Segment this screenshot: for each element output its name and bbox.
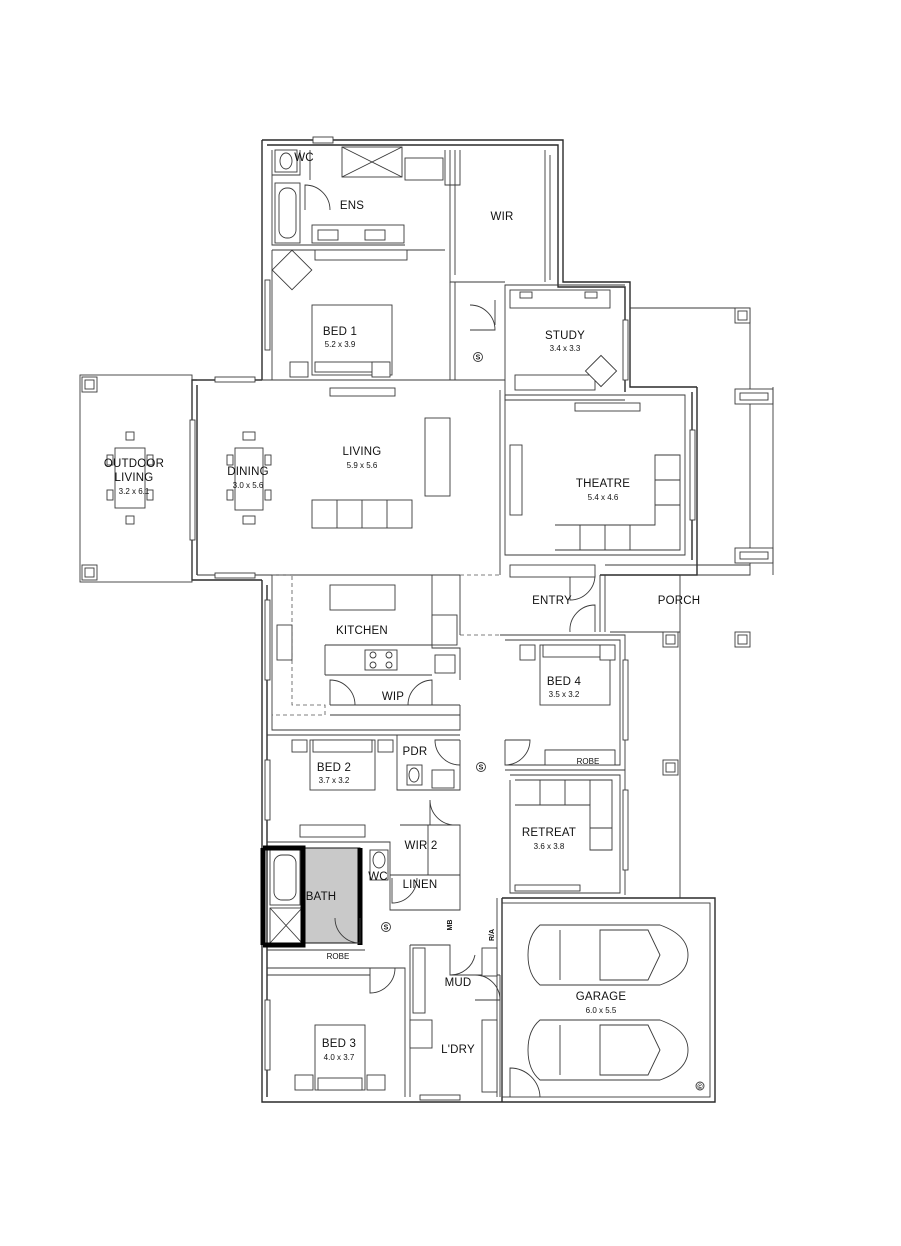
label-bed1: BED 1 <box>323 326 357 338</box>
label-bed2: BED 2 <box>317 762 351 774</box>
dim-bed4: 3.5 x 3.2 <box>549 690 580 699</box>
label-bed3: BED 3 <box>322 1038 356 1050</box>
label-ens: ENS <box>340 200 364 212</box>
svg-text:S: S <box>384 925 389 932</box>
label-retreat: RETREAT <box>522 827 576 839</box>
smoke-detector-3: S <box>381 922 391 932</box>
label-living: LIVING <box>343 446 382 458</box>
dim-bed3: 4.0 x 3.7 <box>324 1053 355 1062</box>
svg-text:©: © <box>697 1083 703 1091</box>
svg-text:S: S <box>479 765 484 772</box>
dim-theatre: 5.4 x 4.6 <box>588 493 619 502</box>
svg-text:S: S <box>476 355 481 362</box>
doors <box>304 184 596 1001</box>
label-wc: WC <box>294 152 314 164</box>
label-pdr: PDR <box>403 746 428 758</box>
smoke-detector-2: S <box>476 762 486 772</box>
plan-symbols: S S S MB R/A © <box>381 352 705 1091</box>
car-2 <box>527 1019 689 1081</box>
label-kitchen: KITCHEN <box>336 625 388 637</box>
label-bed4: BED 4 <box>547 676 582 688</box>
dim-bed1: 5.2 x 3.9 <box>325 340 356 349</box>
dim-dining: 3.0 x 5.6 <box>233 481 264 490</box>
label-mud: MUD <box>445 977 472 989</box>
label-robe3: ROBE <box>327 952 350 961</box>
label-study: STUDY <box>545 330 585 342</box>
dim-bed2: 3.7 x 3.2 <box>319 776 350 785</box>
label-wip: WIP <box>382 691 404 703</box>
dim-living: 5.9 x 5.6 <box>347 461 378 470</box>
label-entry: ENTRY <box>532 595 572 607</box>
meter-box-symbol: MB <box>447 920 454 931</box>
label-bath: BATH <box>306 891 337 903</box>
windows <box>189 136 696 1101</box>
label-linen: LINEN <box>403 879 438 891</box>
label-wir2: WIR 2 <box>405 840 438 852</box>
smoke-detector-1: S <box>473 352 483 362</box>
label-outdoor-1: OUTDOOR <box>104 458 164 470</box>
rainwater-symbol: R/A <box>489 929 496 941</box>
room-labels: WC ENS WIR BED 1 5.2 x 3.9 STUDY 3.4 x 3… <box>104 152 700 1062</box>
dim-study: 3.4 x 3.3 <box>550 344 581 353</box>
furniture <box>226 146 681 1093</box>
label-outdoor-2: LIVING <box>115 472 154 484</box>
car-1 <box>527 924 689 986</box>
dim-outdoor: 3.2 x 6.1 <box>119 487 150 496</box>
label-theatre: THEATRE <box>576 478 630 490</box>
copyright-symbol: © <box>695 1081 705 1091</box>
dim-garage: 6.0 x 5.5 <box>586 1006 617 1015</box>
label-wc2: WC <box>368 871 388 883</box>
label-wir: WIR <box>491 211 514 223</box>
label-ldry: L'DRY <box>441 1044 475 1056</box>
label-robe4: ROBE <box>577 757 600 766</box>
label-porch: PORCH <box>658 595 701 607</box>
label-dining: DINING <box>227 466 268 478</box>
garage <box>501 902 711 1098</box>
interior-walls <box>197 150 686 636</box>
porch <box>605 307 774 898</box>
label-garage: GARAGE <box>576 991 627 1003</box>
dim-retreat: 3.6 x 3.8 <box>534 842 565 851</box>
outdoor-living <box>79 374 193 583</box>
